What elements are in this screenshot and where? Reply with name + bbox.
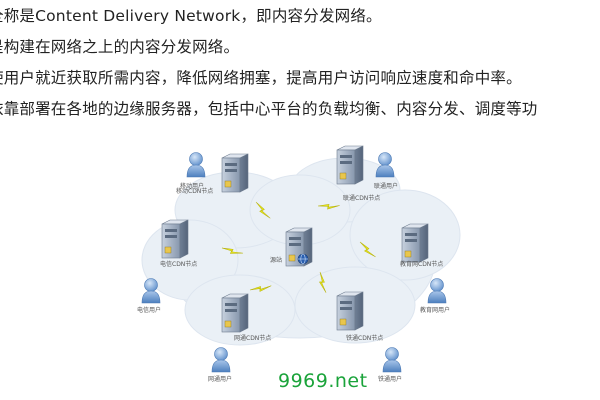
server-icon-netcom (221, 293, 249, 333)
user-label-mobile: 移动用户 (180, 182, 204, 190)
node-label-mobile-cdn: 移动CDN节点 (176, 187, 213, 195)
intro-line-2: 是构建在网络之上的内容分发网络。 (0, 38, 240, 56)
server-icon-edu (401, 223, 429, 263)
user-label-netcom: 网通用户 (208, 375, 232, 383)
node-label-unicom-cdn: 联通CDN节点 (343, 194, 380, 202)
user-label-edu: 教育网用户 (420, 306, 450, 314)
watermark: 9969.net (278, 370, 368, 392)
user-label-railcom: 铁通用户 (378, 375, 402, 383)
user-icon-mobile (186, 152, 206, 178)
intro-line-1: 全称是Content Delivery Network，即内容分发网络。 (0, 7, 382, 25)
node-label-edu-cdn: 教育网CDN节点 (400, 260, 443, 268)
user-icon-railcom (382, 347, 402, 373)
cdn-diagram: 移动CDN节点 联通CDN节点 电信CDN节点 源站 教育网CDN节点 网通CD… (137, 145, 461, 383)
node-label-netcom-cdn: 网通CDN节点 (234, 334, 271, 342)
node-label-telecom-cdn: 电信CDN节点 (160, 260, 197, 268)
globe-icon (297, 253, 309, 265)
server-icon-railcom (336, 291, 364, 331)
node-label-railcom-cdn: 铁通CDN节点 (346, 334, 383, 342)
user-icon-netcom (211, 347, 231, 373)
intro-line-4: 依靠部署在各地的边缘服务器，包括中心平台的负载均衡、内容分发、调度等功 (0, 100, 538, 118)
user-icon-edu (427, 278, 447, 304)
server-icon-telecom (161, 219, 189, 259)
node-label-origin: 源站 (270, 256, 282, 264)
intro-line-3: 使用户就近获取所需内容，降低网络拥塞，提高用户访问响应速度和命中率。 (0, 69, 522, 87)
server-icon-unicom (336, 145, 364, 185)
server-icon-mobile (221, 153, 249, 193)
user-label-unicom: 联通用户 (374, 182, 398, 190)
user-label-telecom: 电信用户 (137, 306, 161, 314)
